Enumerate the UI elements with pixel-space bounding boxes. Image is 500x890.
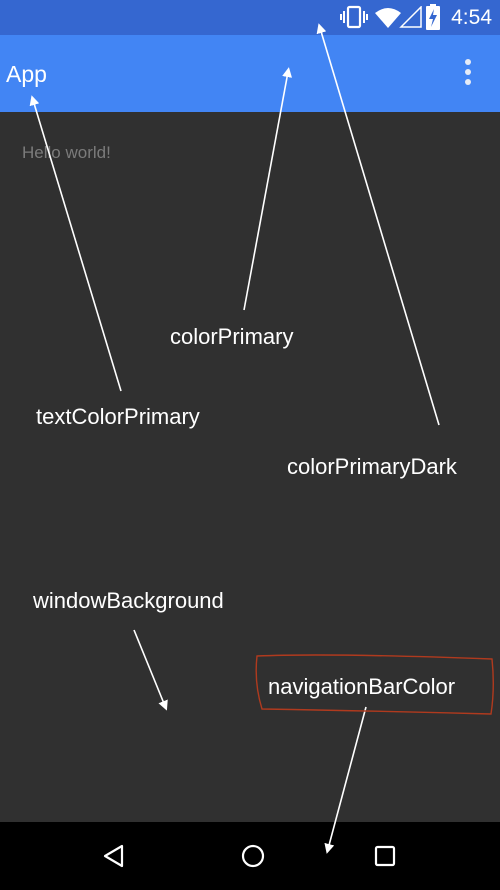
back-icon[interactable] — [98, 840, 130, 872]
annotation-window-background: windowBackground — [33, 588, 224, 613]
navigation-bar — [0, 822, 500, 890]
home-icon[interactable] — [237, 840, 269, 872]
annotation-color-primary-dark: colorPrimaryDark — [287, 454, 457, 479]
signal-icon — [399, 6, 422, 28]
recents-icon[interactable] — [369, 840, 401, 872]
wifi-icon — [375, 8, 401, 28]
annotation-navigation-bar-color: navigationBarColor — [268, 674, 456, 699]
annotation-text-color-primary: textColorPrimary — [36, 404, 200, 429]
battery-charging-icon — [426, 4, 440, 30]
status-time: 4:54 — [451, 6, 492, 29]
overflow-menu-icon[interactable] — [464, 59, 472, 89]
status-bar: 4:54 — [0, 0, 500, 35]
arrow-window-background — [133, 629, 168, 711]
app-bar: App — [0, 35, 500, 112]
vibrate-icon — [340, 5, 368, 29]
app-title: App — [6, 61, 47, 87]
hello-world-text: Hello world! — [22, 143, 111, 162]
annotation-color-primary: colorPrimary — [170, 324, 294, 349]
